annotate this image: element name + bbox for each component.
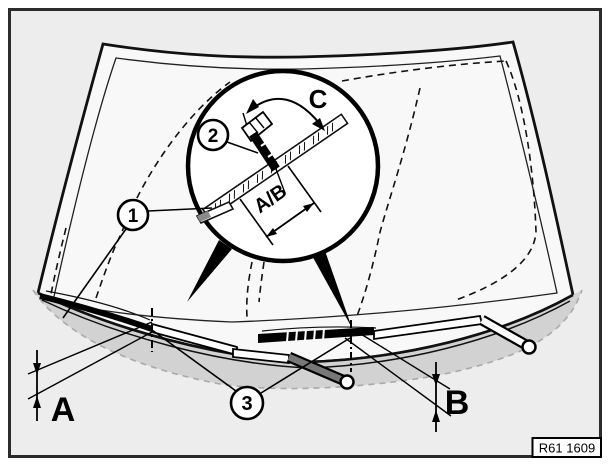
left-wiper xyxy=(39,290,355,390)
dim-b-indicator: B xyxy=(344,330,470,432)
reference-code: R61 1609 xyxy=(539,441,595,456)
left-wiper-blade xyxy=(39,293,153,332)
dim-b-arrow-up xyxy=(432,410,440,422)
dim-b-arrow-down xyxy=(432,374,440,386)
callout-3: 3 xyxy=(151,329,351,421)
cowl-band-fill xyxy=(33,290,582,389)
callout-2: 2 xyxy=(196,118,259,154)
dim-b-label: B xyxy=(445,384,470,422)
arm-end-clamp xyxy=(240,110,286,194)
callout-2-number: 2 xyxy=(208,126,219,147)
callout-3-number: 3 xyxy=(241,393,252,415)
callout-1-circle xyxy=(116,198,150,232)
callout-1-number: 1 xyxy=(128,206,139,227)
magnifier-wedge-left xyxy=(187,240,232,302)
figure-frame xyxy=(8,8,602,458)
left-rod-tip xyxy=(339,374,355,390)
cowl-band-dashed-edge xyxy=(32,289,583,390)
magnifier-wedge-right xyxy=(310,248,352,328)
dim-a-arrow-up xyxy=(33,396,41,408)
magnifier-inset: C A/B xyxy=(185,68,381,264)
reference-code-box: R61 1609 xyxy=(531,437,602,458)
right-rod-tip xyxy=(521,339,537,355)
right-wiper xyxy=(258,314,537,372)
callout-3-circle xyxy=(229,385,265,421)
callout-1: 1 xyxy=(62,198,213,319)
left-wiper-arm-rod xyxy=(287,354,347,384)
dim-a-label: A xyxy=(51,391,76,429)
callout-2-circle xyxy=(196,118,230,152)
right-wiper-arm-rod xyxy=(480,317,530,349)
dim-c-label: C xyxy=(309,84,328,114)
arc-arrowhead-left xyxy=(246,99,259,114)
angle-c-indicator: C xyxy=(246,84,328,131)
dim-a-indicator: A xyxy=(27,321,153,429)
arc-arrowhead-right xyxy=(312,118,325,131)
dim-a-arrow-down xyxy=(33,363,41,375)
